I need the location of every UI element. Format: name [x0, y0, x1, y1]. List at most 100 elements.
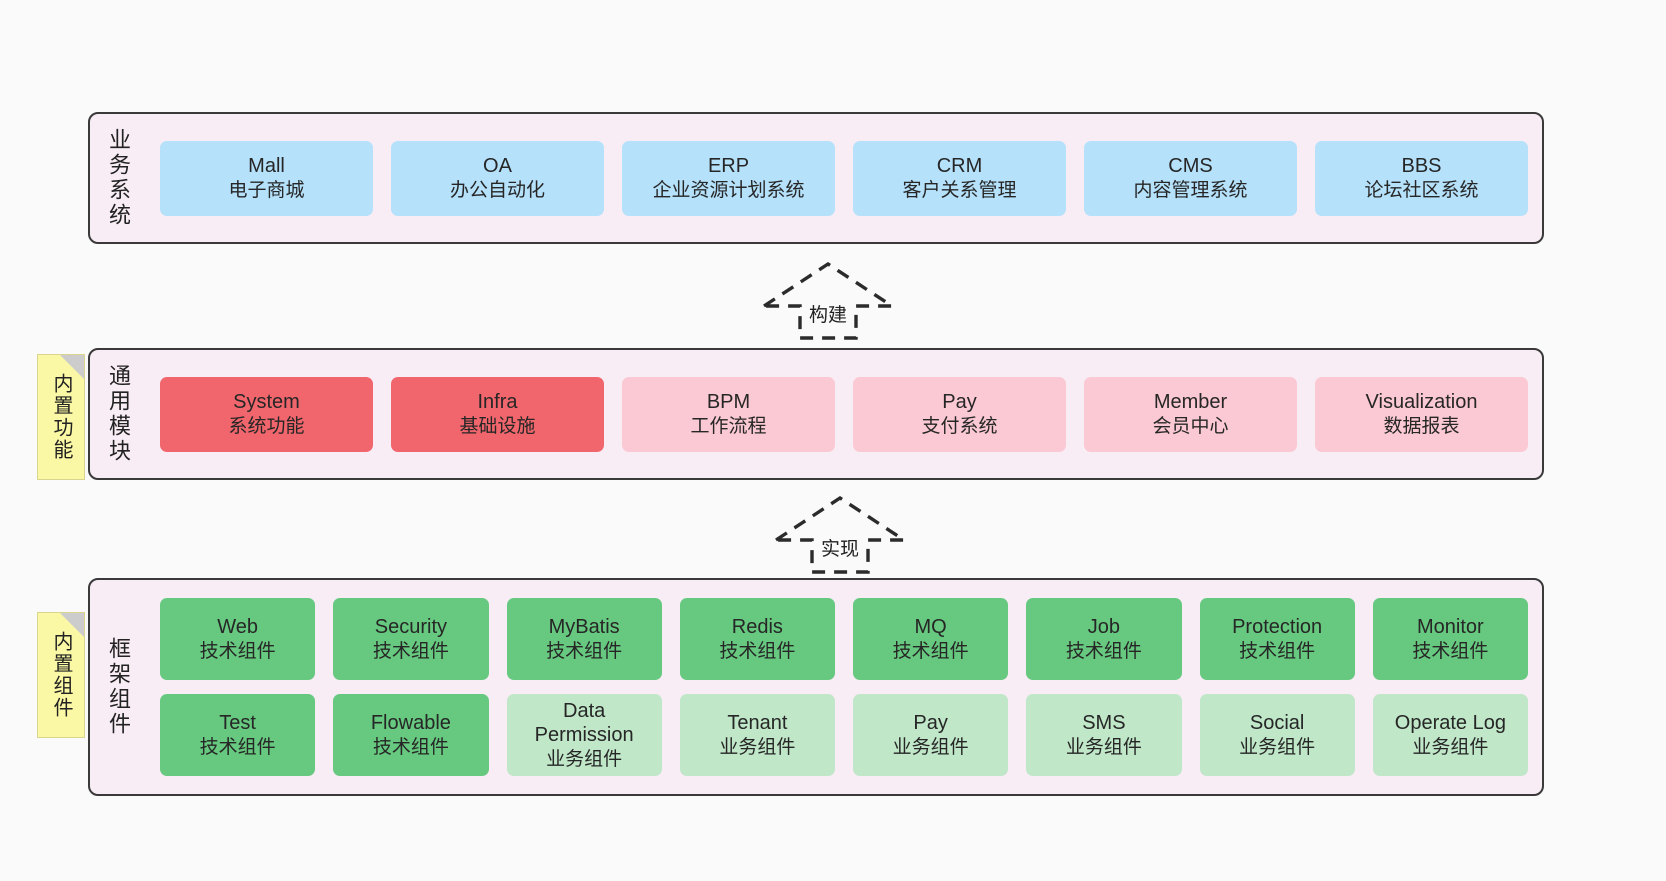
- layer-label-framework-component: 框架组件: [106, 637, 131, 737]
- arrow-implement: 实现: [770, 492, 910, 576]
- layer-label-business-system: 业务系统: [106, 128, 131, 228]
- card-title: Member: [1153, 391, 1228, 414]
- card-subtitle: 电子商城: [228, 179, 305, 201]
- note-builtin-function-label: 内置功能: [50, 373, 72, 461]
- layer-label-common-module: 通用模块: [106, 364, 131, 464]
- card-subtitle: 数据报表: [1383, 415, 1460, 437]
- card-subtitle: 业务组件: [892, 736, 969, 758]
- card-title: Test: [219, 712, 256, 735]
- card-subtitle: 技术组件: [892, 640, 969, 662]
- card-subtitle: 工作流程: [690, 415, 767, 437]
- card-title: CRM: [936, 155, 983, 178]
- card-subtitle: 技术组件: [372, 736, 449, 758]
- card-title: Data Permission: [534, 700, 634, 747]
- note-fold-corner-icon: [60, 613, 84, 637]
- card-subtitle: 技术组件: [1239, 640, 1316, 662]
- card-subtitle: 基础设施: [459, 415, 536, 437]
- card-title: System: [233, 391, 300, 414]
- card-title: Protection: [1232, 616, 1323, 639]
- card-title: Pay: [913, 712, 948, 735]
- card-subtitle: 系统功能: [228, 415, 305, 437]
- card-subtitle: 技术组件: [1412, 640, 1489, 662]
- card-subtitle: 业务组件: [546, 748, 623, 770]
- arrow-build-label: 构建: [808, 305, 848, 326]
- card-title: BPM: [706, 391, 751, 414]
- card-subtitle: 业务组件: [1065, 736, 1142, 758]
- card-subtitle: 内容管理系统: [1133, 179, 1248, 201]
- card-title: MQ: [914, 616, 947, 639]
- card-title: Operate Log: [1394, 712, 1506, 735]
- card-title: Tenant: [727, 712, 788, 735]
- card-title: Visualization: [1365, 391, 1478, 414]
- card-title: SMS: [1082, 712, 1126, 735]
- card-title: Redis: [731, 616, 783, 639]
- card-title: ERP: [707, 155, 750, 178]
- card-subtitle: 技术组件: [546, 640, 623, 662]
- arrow-implement-label: 实现: [820, 539, 860, 560]
- card-subtitle: 业务组件: [719, 736, 796, 758]
- card-title: Security: [374, 616, 447, 639]
- card-title: Web: [217, 616, 258, 639]
- card-subtitle: 会员中心: [1152, 415, 1229, 437]
- card-title: Pay: [942, 391, 977, 414]
- card-title: Infra: [477, 391, 518, 414]
- card-subtitle: 业务组件: [1239, 736, 1316, 758]
- card-subtitle: 支付系统: [921, 415, 998, 437]
- card-subtitle: 办公自动化: [449, 179, 545, 201]
- card-subtitle: 企业资源计划系统: [652, 179, 805, 201]
- card-subtitle: 客户关系管理: [902, 179, 1017, 201]
- card-title: Monitor: [1417, 616, 1484, 639]
- card-title: BBS: [1401, 155, 1442, 178]
- card-subtitle: 技术组件: [199, 736, 276, 758]
- note-builtin-component: 内置组件: [37, 612, 85, 738]
- card-subtitle: 论坛社区系统: [1364, 179, 1479, 201]
- card-subtitle: 技术组件: [372, 640, 449, 662]
- note-builtin-component-label: 内置组件: [50, 631, 72, 719]
- card-title: MyBatis: [548, 616, 620, 639]
- note-builtin-function: 内置功能: [37, 354, 85, 480]
- card-subtitle: 技术组件: [1065, 640, 1142, 662]
- card-title: Social: [1249, 712, 1305, 735]
- card-subtitle: 技术组件: [719, 640, 796, 662]
- card-title: CMS: [1168, 155, 1213, 178]
